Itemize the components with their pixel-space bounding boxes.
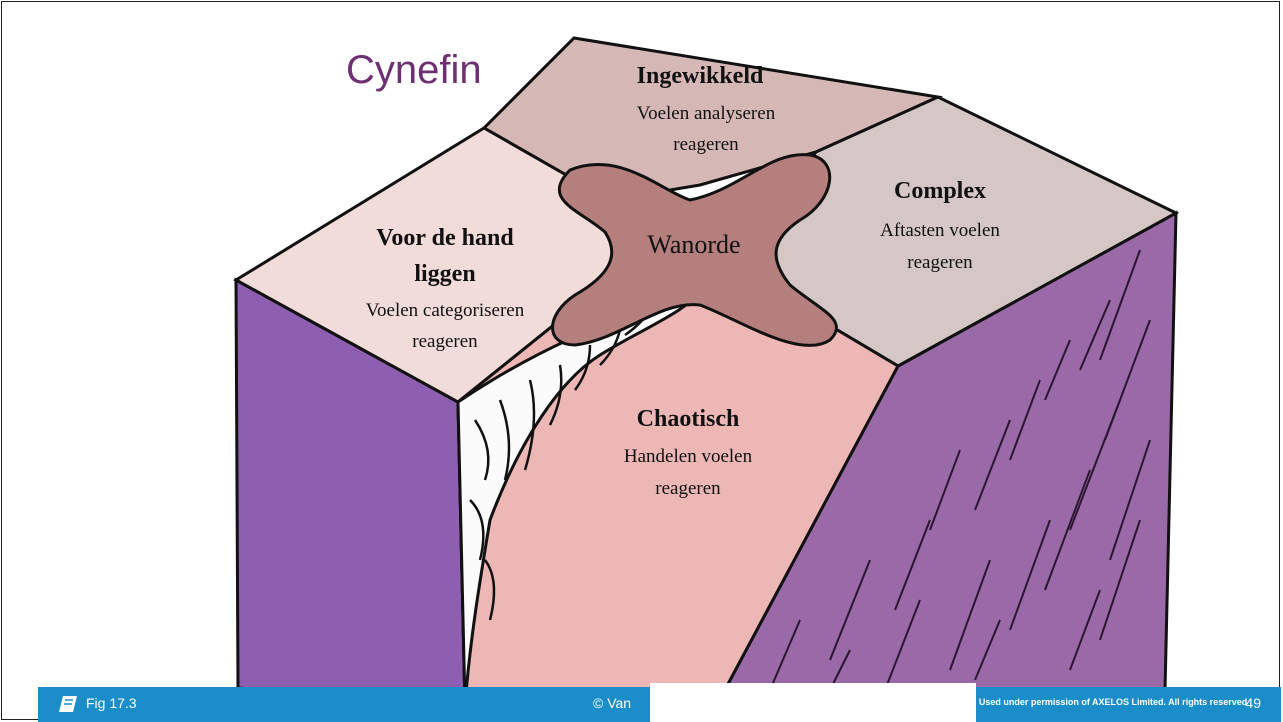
complex-title: Complex bbox=[894, 178, 986, 204]
clear-line1: Voelen categoriseren bbox=[366, 300, 525, 321]
book-icon bbox=[58, 695, 78, 718]
clear-title-line1: Voor de hand bbox=[376, 225, 514, 251]
complicated-title: Ingewikkeld bbox=[637, 63, 764, 89]
page-number: 49 bbox=[1245, 695, 1261, 711]
slide-title: Cynefin bbox=[346, 48, 482, 93]
chaotic-line1: Handelen voelen bbox=[624, 446, 753, 467]
complicated-line2: reageren bbox=[673, 134, 739, 155]
clear-title-line2: liggen bbox=[414, 261, 475, 287]
copyright-publisher: © Van bbox=[593, 695, 631, 711]
clear-line2: reageren bbox=[412, 331, 478, 352]
chaotic-title: Chaotisch bbox=[637, 406, 740, 432]
complicated-line1: Voelen analyseren bbox=[637, 103, 776, 124]
chaotic-line2: reageren bbox=[655, 478, 721, 499]
image-overlap-patch bbox=[650, 683, 976, 722]
figure-number: Fig 17.3 bbox=[86, 695, 137, 711]
complex-line1: Aftasten voelen bbox=[880, 220, 1000, 241]
disorder-title: Wanorde bbox=[647, 230, 740, 259]
complex-line2: reageren bbox=[907, 252, 973, 273]
